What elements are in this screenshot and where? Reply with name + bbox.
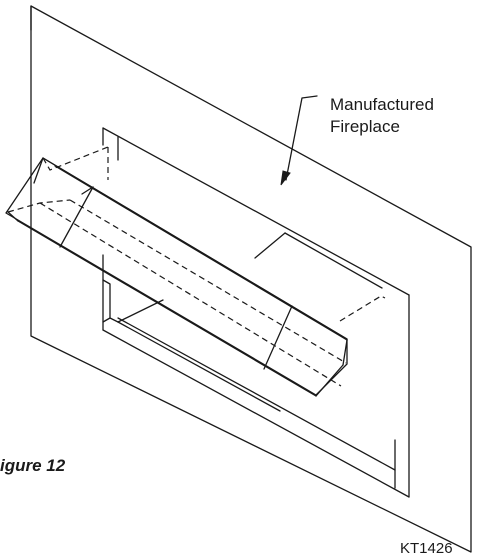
- drawing-code: KT1426: [400, 540, 453, 557]
- firebox-interior: [102, 232, 383, 412]
- callout-leader: [280, 95, 318, 186]
- fireplace-surround: [102, 127, 410, 498]
- callout-label-line1: Manufactured: [330, 95, 434, 114]
- hood-hidden-lines: [7, 146, 386, 387]
- hood-assembly: [5, 157, 348, 397]
- callout-label-line2: Fireplace: [330, 117, 400, 136]
- arrow-head-icon: [280, 170, 291, 186]
- figure-caption: igure 12: [0, 456, 66, 475]
- wall-panel: [30, 5, 472, 553]
